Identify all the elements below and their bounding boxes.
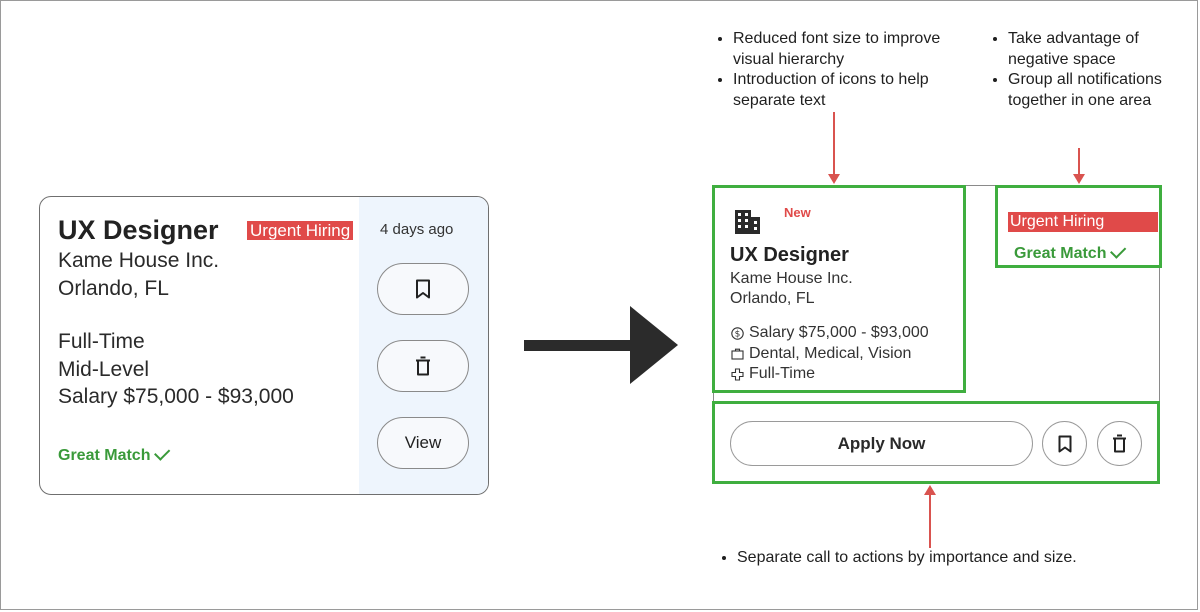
before-match-label: Great Match	[58, 447, 151, 464]
before-location: Orlando, FL	[58, 277, 169, 300]
annotation-space: Take advantage of negative space Group a…	[988, 29, 1168, 111]
arrow-shaft	[524, 340, 634, 351]
annotation-item: Take advantage of negative space	[1008, 29, 1168, 70]
annotation-item: Separate call to actions by importance a…	[737, 548, 1177, 569]
svg-text:$: $	[734, 329, 740, 339]
before-job-type: Full-Time	[58, 330, 145, 353]
pointer-arrowhead	[1073, 174, 1085, 184]
trash-icon	[416, 356, 430, 376]
after-match-status: Great Match	[1014, 242, 1128, 263]
annotation-item: Reduced font size to improve visual hier…	[733, 29, 973, 70]
new-label: New	[784, 205, 811, 220]
annotation-cta: Separate call to actions by importance a…	[717, 548, 1177, 569]
highlight-job-info	[712, 185, 966, 393]
before-bookmark-button[interactable]	[377, 263, 469, 315]
after-bookmark-button[interactable]	[1042, 421, 1087, 466]
after-benefits-row: Dental, Medical, Vision	[730, 345, 911, 363]
trash-icon	[1113, 434, 1126, 453]
after-urgent-badge: Urgent Hiring	[1008, 212, 1158, 232]
highlight-notifications	[995, 185, 1162, 268]
before-job-card: UX Designer Urgent Hiring 4 days ago Kam…	[39, 196, 489, 495]
before-company: Kame House Inc.	[58, 249, 220, 272]
highlight-actions	[712, 401, 1160, 484]
after-salary: Salary $75,000 - $93,000	[749, 324, 929, 341]
after-salary-row: $ Salary $75,000 - $93,000	[730, 324, 929, 342]
before-level: Mid-Level	[58, 358, 150, 381]
before-delete-button[interactable]	[377, 340, 469, 392]
before-posted-date: 4 days ago	[380, 221, 454, 238]
apply-now-button[interactable]: Apply Now	[730, 421, 1033, 466]
after-benefits: Dental, Medical, Vision	[749, 345, 912, 362]
after-job-type: Full-Time	[749, 365, 816, 382]
annotation-item: Group all notifications together in one …	[1008, 70, 1168, 111]
after-location: Orlando, FL	[730, 290, 815, 307]
bookmark-icon	[1058, 435, 1071, 452]
arrow-head	[630, 306, 678, 384]
after-jobtype-row: Full-Time	[730, 365, 815, 383]
pointer-line-hierarchy	[833, 112, 835, 175]
after-delete-button[interactable]	[1097, 421, 1142, 466]
after-match-label: Great Match	[1014, 245, 1107, 262]
pointer-arrowhead	[924, 485, 936, 495]
briefcase-icon	[730, 347, 744, 361]
dollar-circle-icon: $	[730, 326, 744, 340]
pointer-arrowhead	[828, 174, 840, 184]
before-job-title: UX Designer	[58, 215, 219, 245]
annotation-item: Introduction of icons to help separate t…	[733, 70, 973, 111]
before-salary: Salary $75,000 - $93,000	[58, 385, 294, 408]
before-view-button[interactable]: View	[377, 417, 469, 469]
after-company: Kame House Inc.	[730, 270, 853, 287]
building-icon	[735, 210, 760, 234]
pointer-line-space	[1078, 148, 1080, 175]
medical-cross-icon	[730, 367, 744, 381]
check-icon	[154, 444, 171, 461]
pointer-line-cta	[929, 494, 931, 548]
check-icon	[1110, 242, 1127, 259]
before-match-status: Great Match	[58, 444, 172, 465]
annotation-hierarchy: Reduced font size to improve visual hier…	[713, 29, 973, 111]
after-job-title: UX Designer	[730, 244, 849, 266]
bookmark-icon	[416, 279, 430, 299]
before-urgent-badge: Urgent Hiring	[247, 221, 354, 240]
